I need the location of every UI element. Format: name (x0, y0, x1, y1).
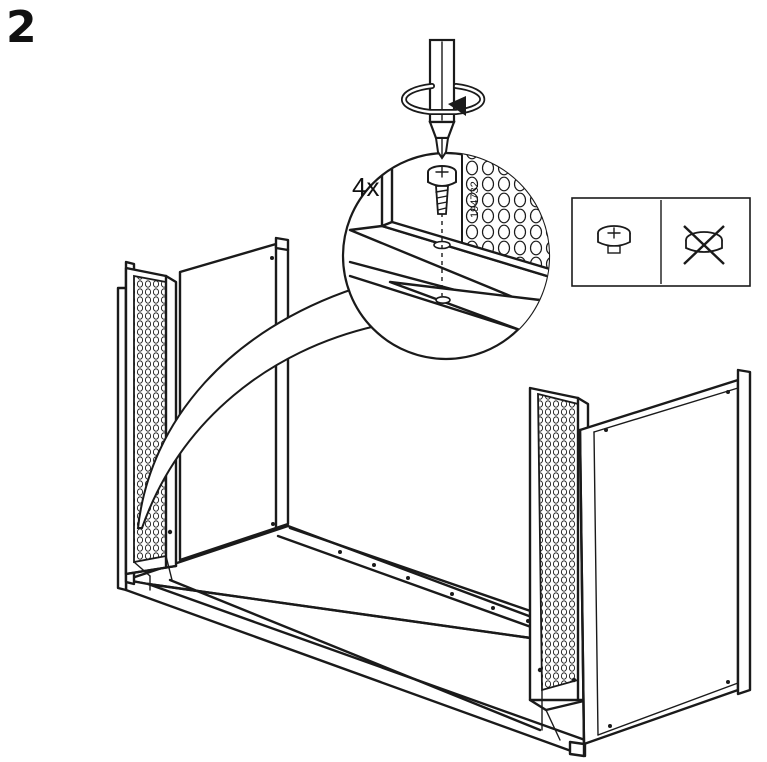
screwdriver (428, 38, 456, 160)
detail-zoom-circle: 194732 4x (341, 151, 551, 361)
back-left-panel (178, 236, 290, 562)
right-leg (528, 386, 590, 741)
screw (427, 165, 457, 215)
incorrect-screw-icon (683, 225, 725, 265)
correct-screw-icon (597, 225, 631, 254)
legend-box (571, 197, 751, 287)
right-side-panel (568, 368, 752, 758)
front-left-leg (116, 260, 178, 592)
part-number: 194732 (469, 181, 481, 218)
frame (116, 236, 752, 758)
step-number: 2 (6, 2, 37, 53)
floor-rails (124, 524, 587, 758)
rotate-clockwise-icon (401, 83, 486, 116)
quantity-label: 4x (352, 172, 379, 202)
